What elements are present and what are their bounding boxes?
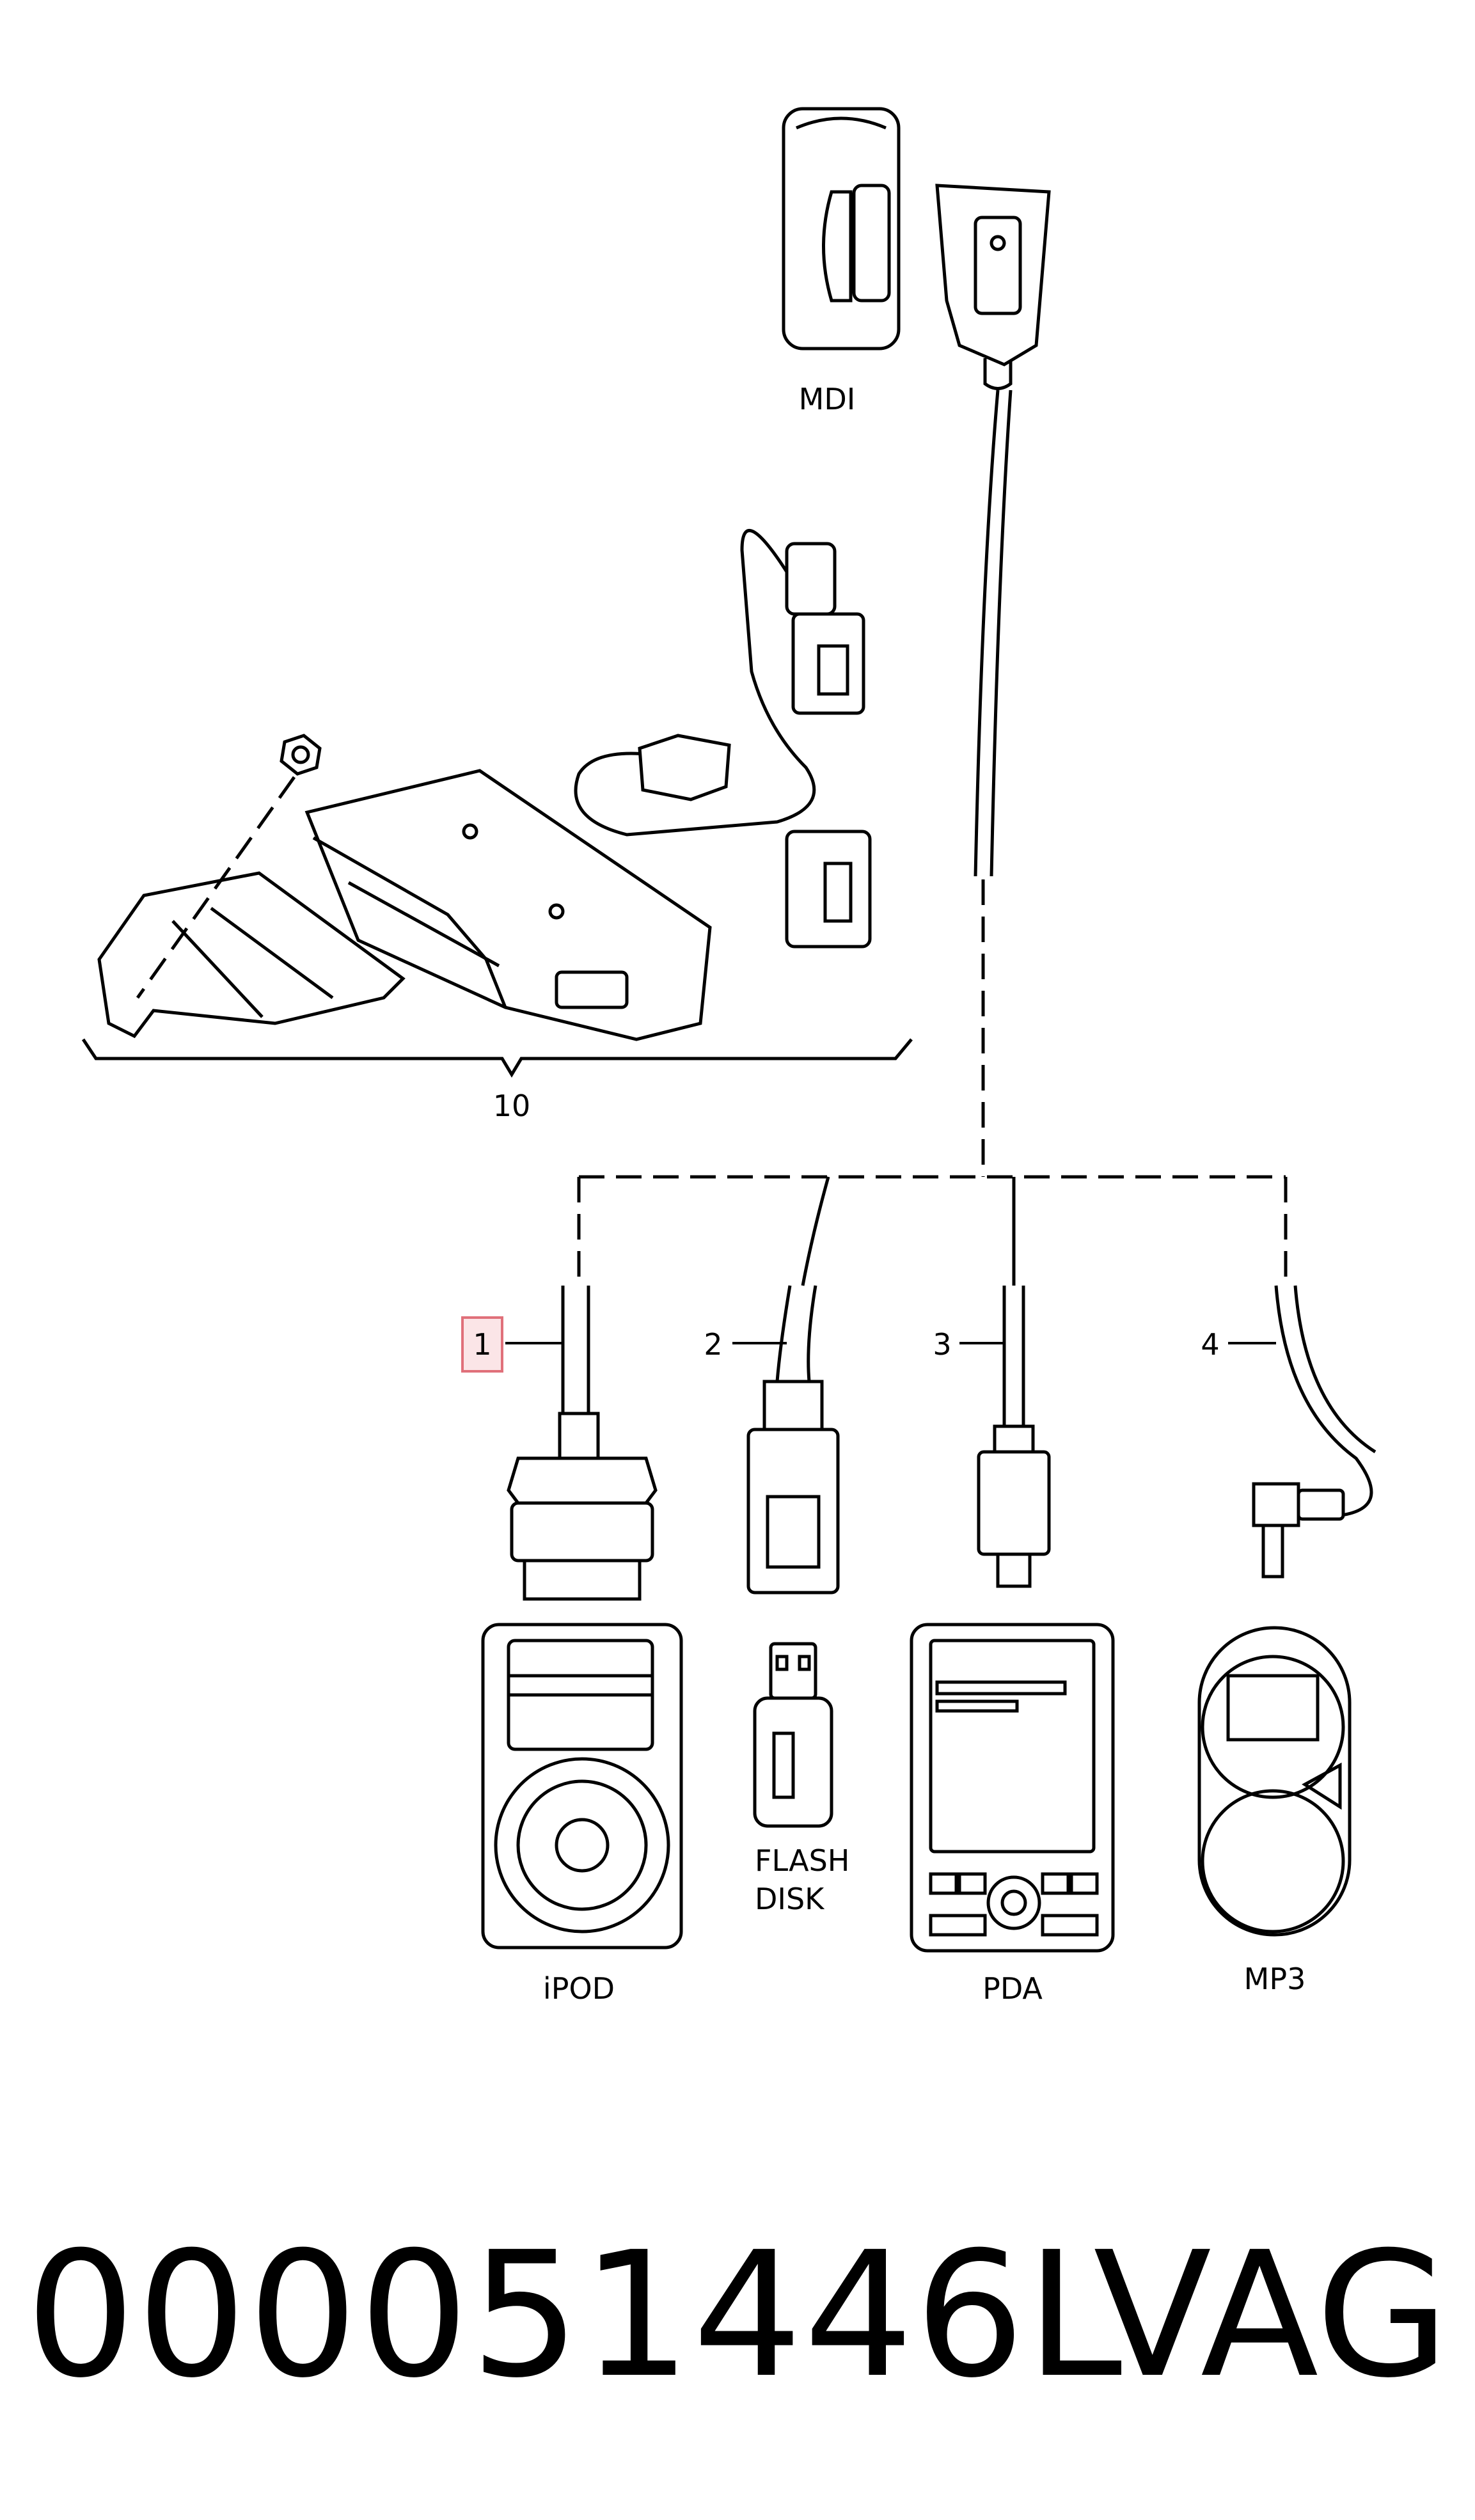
callout-2[interactable]: 2	[704, 1327, 722, 1362]
group-number: 10	[493, 1089, 531, 1123]
ipod-device	[481, 1623, 683, 1949]
part-number: 000051446L	[26, 2214, 1124, 2416]
flash-label-line1: FLASH	[755, 1843, 849, 1878]
pda-device	[910, 1623, 1115, 1953]
distribution-lines	[577, 1175, 1288, 1286]
mdi-label: MDI	[799, 382, 856, 416]
mdi-cable	[974, 390, 1000, 877]
mdi-connector	[935, 184, 1051, 390]
callout-3[interactable]: 3	[933, 1327, 951, 1362]
mp3-device	[1197, 1626, 1352, 1937]
callout-4[interactable]: 4	[1201, 1327, 1219, 1362]
callout-1[interactable]: 1	[473, 1327, 491, 1362]
flash-disk-device	[753, 1642, 833, 1828]
nut	[136, 734, 322, 999]
mp3-label: MP3	[1244, 1962, 1306, 1996]
cable-4-jack	[1252, 1285, 1376, 1579]
callout-1-highlight	[461, 1316, 503, 1373]
cable-3-mini-usb	[977, 1286, 1051, 1588]
adapter-cable	[574, 529, 872, 949]
group-bracket	[81, 1038, 913, 1078]
cable-2-usb	[746, 1285, 840, 1595]
mounting-bracket	[97, 871, 406, 1039]
brand-name: VAG	[1093, 2214, 1449, 2416]
control-unit	[304, 769, 712, 1041]
mdi-socket	[782, 107, 901, 350]
flash-label-line2: DISK	[755, 1882, 825, 1916]
cable-1-ipod	[507, 1286, 658, 1601]
ipod-label: iPOD	[543, 1971, 615, 2006]
pda-label: PDA	[982, 1971, 1043, 2006]
footer: 000051446L VAG	[26, 2219, 1449, 2411]
